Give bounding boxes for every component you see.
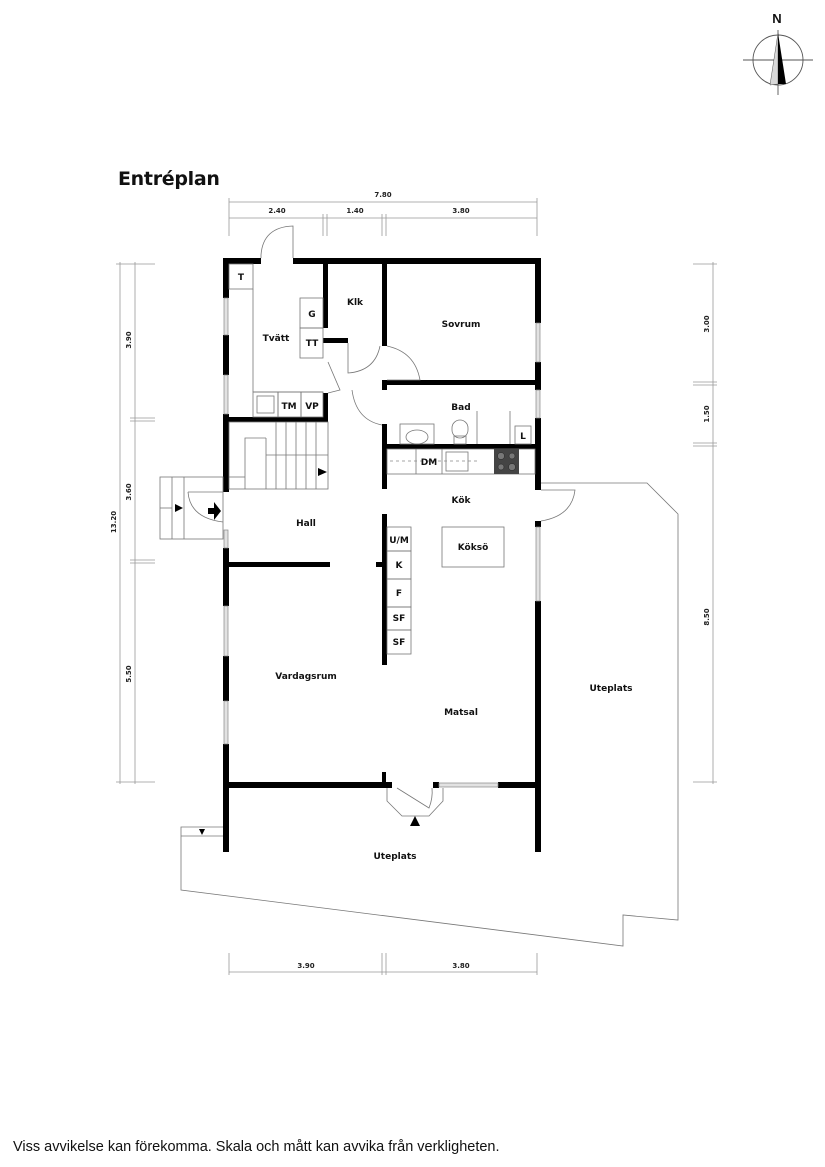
room-label-uteplats-south: Uteplats	[374, 852, 417, 862]
fixture-t: T	[238, 273, 245, 283]
fixture-tt: TT	[306, 339, 319, 349]
staircase	[228, 421, 329, 490]
dim-bottom-1: 3.90	[297, 962, 314, 970]
fixture-vp: VP	[305, 402, 319, 412]
dim-left-total: 13.20	[110, 511, 118, 533]
dim-right-3: 8.50	[703, 608, 711, 625]
kitchen-fixtures: DM U/M K F SF SF	[386, 448, 536, 655]
dim-top-total: 7.80	[374, 191, 391, 199]
room-label-kok: Kök	[452, 496, 472, 506]
dim-top-3: 3.80	[452, 207, 469, 215]
dim-top-2: 1.40	[346, 207, 363, 215]
room-label-vardagsrum: Vardagsrum	[275, 672, 337, 682]
fixture-sf-2: SF	[393, 638, 406, 648]
fixture-l: L	[520, 432, 526, 442]
top-dimensions: 7.80 2.40 1.40 3.80	[228, 191, 538, 236]
dim-left-2: 3.60	[125, 483, 133, 500]
exterior-walls	[223, 258, 541, 852]
fixture-f: F	[396, 589, 402, 599]
fixture-g: G	[308, 310, 315, 320]
room-label-hall: Hall	[296, 519, 316, 529]
fixture-dm: DM	[421, 458, 437, 468]
interior-walls	[229, 264, 540, 782]
dim-right-2: 1.50	[703, 405, 711, 422]
room-labels: Tvätt Klk Sovrum Bad Kök Köksö Hall Vard…	[263, 298, 633, 862]
dim-left-3: 5.50	[125, 665, 133, 682]
disclaimer-text: Viss avvikelse kan förekomma. Skala och …	[13, 1139, 500, 1155]
north-arrow-icon: N	[743, 11, 813, 95]
laundry-fixtures: T G TT TM VP	[228, 263, 324, 418]
fixture-um: U/M	[389, 536, 409, 546]
windows	[223, 297, 541, 788]
room-label-klk: Klk	[347, 298, 364, 308]
entrance-arrow-icon	[208, 502, 221, 520]
fixture-k: K	[396, 561, 404, 571]
room-label-tvatt: Tvätt	[263, 334, 290, 344]
terrace-outline	[180, 482, 679, 947]
bottom-dimensions: 3.90 3.80	[228, 953, 538, 975]
room-label-uteplats-east: Uteplats	[590, 684, 633, 694]
bay-entrance	[386, 787, 444, 826]
dim-bottom-2: 3.80	[452, 962, 469, 970]
room-label-sovrum: Sovrum	[442, 320, 481, 330]
fixture-tm: TM	[281, 402, 296, 412]
floor-plan-title: Entréplan	[118, 168, 220, 190]
room-label-bad: Bad	[451, 403, 470, 413]
bathroom-fixtures: L	[399, 411, 532, 445]
right-dimensions: 3.00 1.50 8.50	[693, 262, 717, 784]
dim-right-1: 3.00	[703, 315, 711, 332]
left-dimensions: 13.20 3.90 3.60 5.50	[110, 262, 155, 784]
room-label-koksö: Köksö	[458, 543, 489, 553]
north-label: N	[772, 11, 781, 26]
room-label-matsal: Matsal	[444, 708, 478, 718]
doors	[187, 225, 576, 523]
fixture-sf-1: SF	[393, 614, 406, 624]
dim-top-1: 2.40	[268, 207, 285, 215]
entry-steps	[159, 476, 224, 540]
dim-left-1: 3.90	[125, 331, 133, 348]
